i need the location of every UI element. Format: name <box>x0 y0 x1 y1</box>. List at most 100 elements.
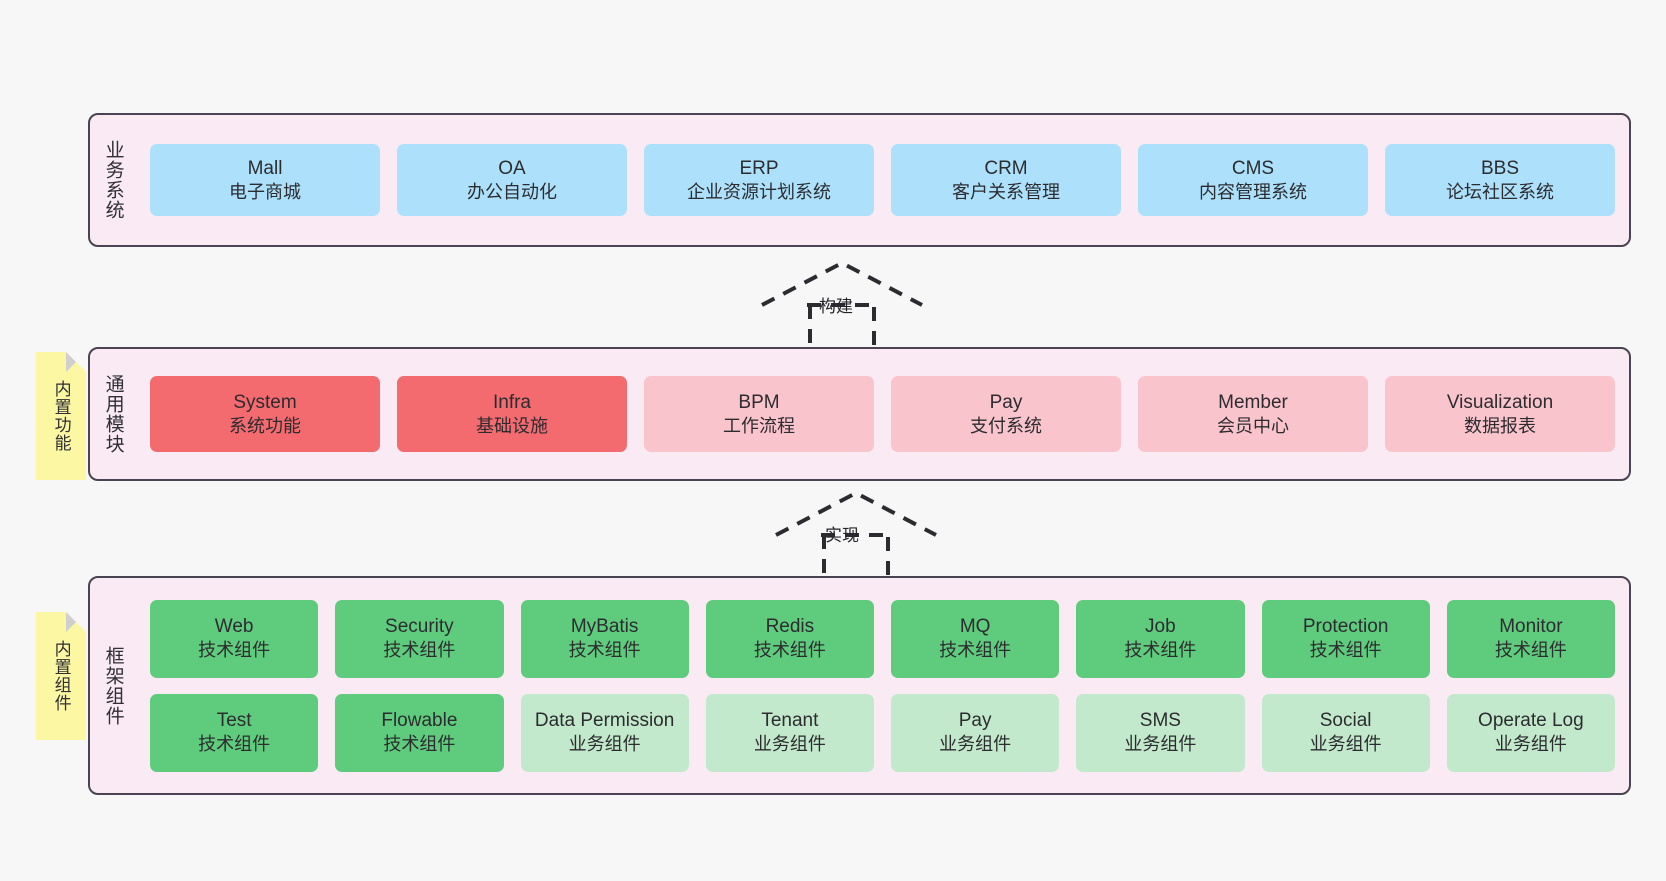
node-system[interactable]: System 系统功能 <box>150 376 380 452</box>
node-mybatis-cn: 技术组件 <box>568 640 641 661</box>
node-pay-component-cn: 业务组件 <box>939 734 1012 755</box>
node-cms[interactable]: CMS 内容管理系统 <box>1138 144 1368 216</box>
node-job-en: Job <box>1145 616 1176 638</box>
node-data-permission-cn: 业务组件 <box>568 734 641 755</box>
node-mq-cn: 技术组件 <box>939 640 1012 661</box>
sticky-note-builtin-features: 内置功能 <box>36 352 86 480</box>
node-erp[interactable]: ERP 企业资源计划系统 <box>644 144 874 216</box>
node-pay-module[interactable]: Pay 支付系统 <box>891 376 1121 452</box>
node-mall-en: Mall <box>247 157 283 179</box>
node-pay-module-cn: 支付系统 <box>970 415 1042 436</box>
node-sms-cn: 业务组件 <box>1124 734 1197 755</box>
sticky-note-builtin-components: 内置组件 <box>36 612 86 740</box>
node-flowable-en: Flowable <box>381 710 458 732</box>
node-mall-cn: 电子商城 <box>229 181 301 202</box>
layer-framework-title: 框架组件 <box>102 645 124 726</box>
connector-build-label: 构建 <box>819 297 853 316</box>
framework-tech-row: Web 技术组件 Security 技术组件 MyBatis 技术组件 Redi… <box>150 599 1615 678</box>
node-oa[interactable]: OA 办公自动化 <box>397 144 627 216</box>
node-sms[interactable]: SMS 业务组件 <box>1076 693 1245 772</box>
node-operate-log[interactable]: Operate Log 业务组件 <box>1446 693 1615 772</box>
node-erp-cn: 企业资源计划系统 <box>687 181 831 202</box>
node-protection-en: Protection <box>1302 616 1389 638</box>
node-tenant-cn: 业务组件 <box>753 734 826 755</box>
node-bpm-en: BPM <box>738 391 780 413</box>
node-flowable[interactable]: Flowable 技术组件 <box>335 693 504 772</box>
node-pay-module-en: Pay <box>989 391 1023 413</box>
node-protection[interactable]: Protection 技术组件 <box>1261 599 1430 678</box>
node-bpm-cn: 工作流程 <box>723 415 795 436</box>
common-node-row: System 系统功能 Infra 基础设施 BPM 工作流程 Pay 支付系统… <box>150 376 1615 452</box>
node-cms-cn: 内容管理系统 <box>1199 181 1307 202</box>
node-mq[interactable]: MQ 技术组件 <box>891 599 1060 678</box>
layer-framework-components: 框架组件 Web 技术组件 Security 技术组件 MyBatis 技术组件… <box>88 576 1631 795</box>
node-social[interactable]: Social 业务组件 <box>1261 693 1430 772</box>
node-system-en: System <box>233 391 297 413</box>
node-cms-en: CMS <box>1231 157 1275 179</box>
node-operate-log-cn: 业务组件 <box>1494 734 1567 755</box>
node-crm[interactable]: CRM 客户关系管理 <box>891 144 1121 216</box>
layer-common-body: System 系统功能 Infra 基础设施 BPM 工作流程 Pay 支付系统… <box>136 349 1629 479</box>
node-tenant[interactable]: Tenant 业务组件 <box>705 693 874 772</box>
node-crm-en: CRM <box>984 157 1028 179</box>
layer-business-body: Mall 电子商城 OA 办公自动化 ERP 企业资源计划系统 CRM 客户关系… <box>136 115 1629 245</box>
node-monitor-en: Monitor <box>1499 616 1563 638</box>
node-infra[interactable]: Infra 基础设施 <box>397 376 627 452</box>
node-web[interactable]: Web 技术组件 <box>150 599 319 678</box>
node-security[interactable]: Security 技术组件 <box>335 599 504 678</box>
node-bpm[interactable]: BPM 工作流程 <box>644 376 874 452</box>
node-security-cn: 技术组件 <box>383 640 456 661</box>
node-system-cn: 系统功能 <box>229 415 301 436</box>
node-pay-component-en: Pay <box>958 710 992 732</box>
node-web-cn: 技术组件 <box>198 640 271 661</box>
node-test-cn: 技术组件 <box>198 734 271 755</box>
layer-common-title: 通用模块 <box>102 374 124 454</box>
node-redis[interactable]: Redis 技术组件 <box>705 599 874 678</box>
framework-business-row: Test 技术组件 Flowable 技术组件 Data Permission … <box>150 693 1615 772</box>
node-social-cn: 业务组件 <box>1309 734 1382 755</box>
node-monitor[interactable]: Monitor 技术组件 <box>1446 599 1615 678</box>
node-member[interactable]: Member 会员中心 <box>1138 376 1368 452</box>
node-visualization-cn: 数据报表 <box>1464 415 1536 436</box>
node-social-en: Social <box>1319 710 1372 732</box>
node-job[interactable]: Job 技术组件 <box>1076 599 1245 678</box>
node-pay-component[interactable]: Pay 业务组件 <box>891 693 1060 772</box>
node-data-permission-en: Data Permission <box>534 710 675 732</box>
node-bbs[interactable]: BBS 论坛社区系统 <box>1385 144 1615 216</box>
node-redis-cn: 技术组件 <box>753 640 826 661</box>
node-test[interactable]: Test 技术组件 <box>150 693 319 772</box>
node-operate-log-en: Operate Log <box>1478 710 1584 732</box>
layer-common-modules: 通用模块 System 系统功能 Infra 基础设施 BPM 工作流程 Pay… <box>88 347 1631 481</box>
node-test-en: Test <box>216 710 252 732</box>
node-infra-en: Infra <box>492 391 532 413</box>
node-crm-cn: 客户关系管理 <box>952 181 1060 202</box>
node-oa-en: OA <box>498 157 526 179</box>
node-visualization[interactable]: Visualization 数据报表 <box>1385 376 1615 452</box>
node-protection-cn: 技术组件 <box>1309 640 1382 661</box>
node-mybatis-en: MyBatis <box>570 616 639 638</box>
node-monitor-cn: 技术组件 <box>1494 640 1567 661</box>
node-erp-en: ERP <box>739 157 779 179</box>
node-infra-cn: 基础设施 <box>476 415 548 436</box>
node-flowable-cn: 技术组件 <box>383 734 456 755</box>
node-bbs-en: BBS <box>1480 157 1520 179</box>
node-bbs-cn: 论坛社区系统 <box>1446 181 1554 202</box>
node-redis-en: Redis <box>765 616 815 638</box>
connector-implement-label: 实现 <box>825 526 859 545</box>
node-member-cn: 会员中心 <box>1217 415 1289 436</box>
node-oa-cn: 办公自动化 <box>467 181 557 202</box>
layer-business-systems: 业务系统 Mall 电子商城 OA 办公自动化 ERP 企业资源计划系统 CRM… <box>88 113 1631 247</box>
node-mall[interactable]: Mall 电子商城 <box>150 144 380 216</box>
node-mybatis[interactable]: MyBatis 技术组件 <box>520 599 689 678</box>
node-sms-en: SMS <box>1139 710 1181 732</box>
node-web-en: Web <box>214 616 254 638</box>
node-tenant-en: Tenant <box>761 710 819 732</box>
node-member-en: Member <box>1218 391 1288 413</box>
node-security-en: Security <box>385 616 454 638</box>
layer-business-title: 业务系统 <box>102 140 124 220</box>
node-mq-en: MQ <box>959 616 991 638</box>
node-data-permission[interactable]: Data Permission 业务组件 <box>520 693 689 772</box>
business-node-row: Mall 电子商城 OA 办公自动化 ERP 企业资源计划系统 CRM 客户关系… <box>150 144 1615 216</box>
layer-framework-body: Web 技术组件 Security 技术组件 MyBatis 技术组件 Redi… <box>136 578 1629 793</box>
